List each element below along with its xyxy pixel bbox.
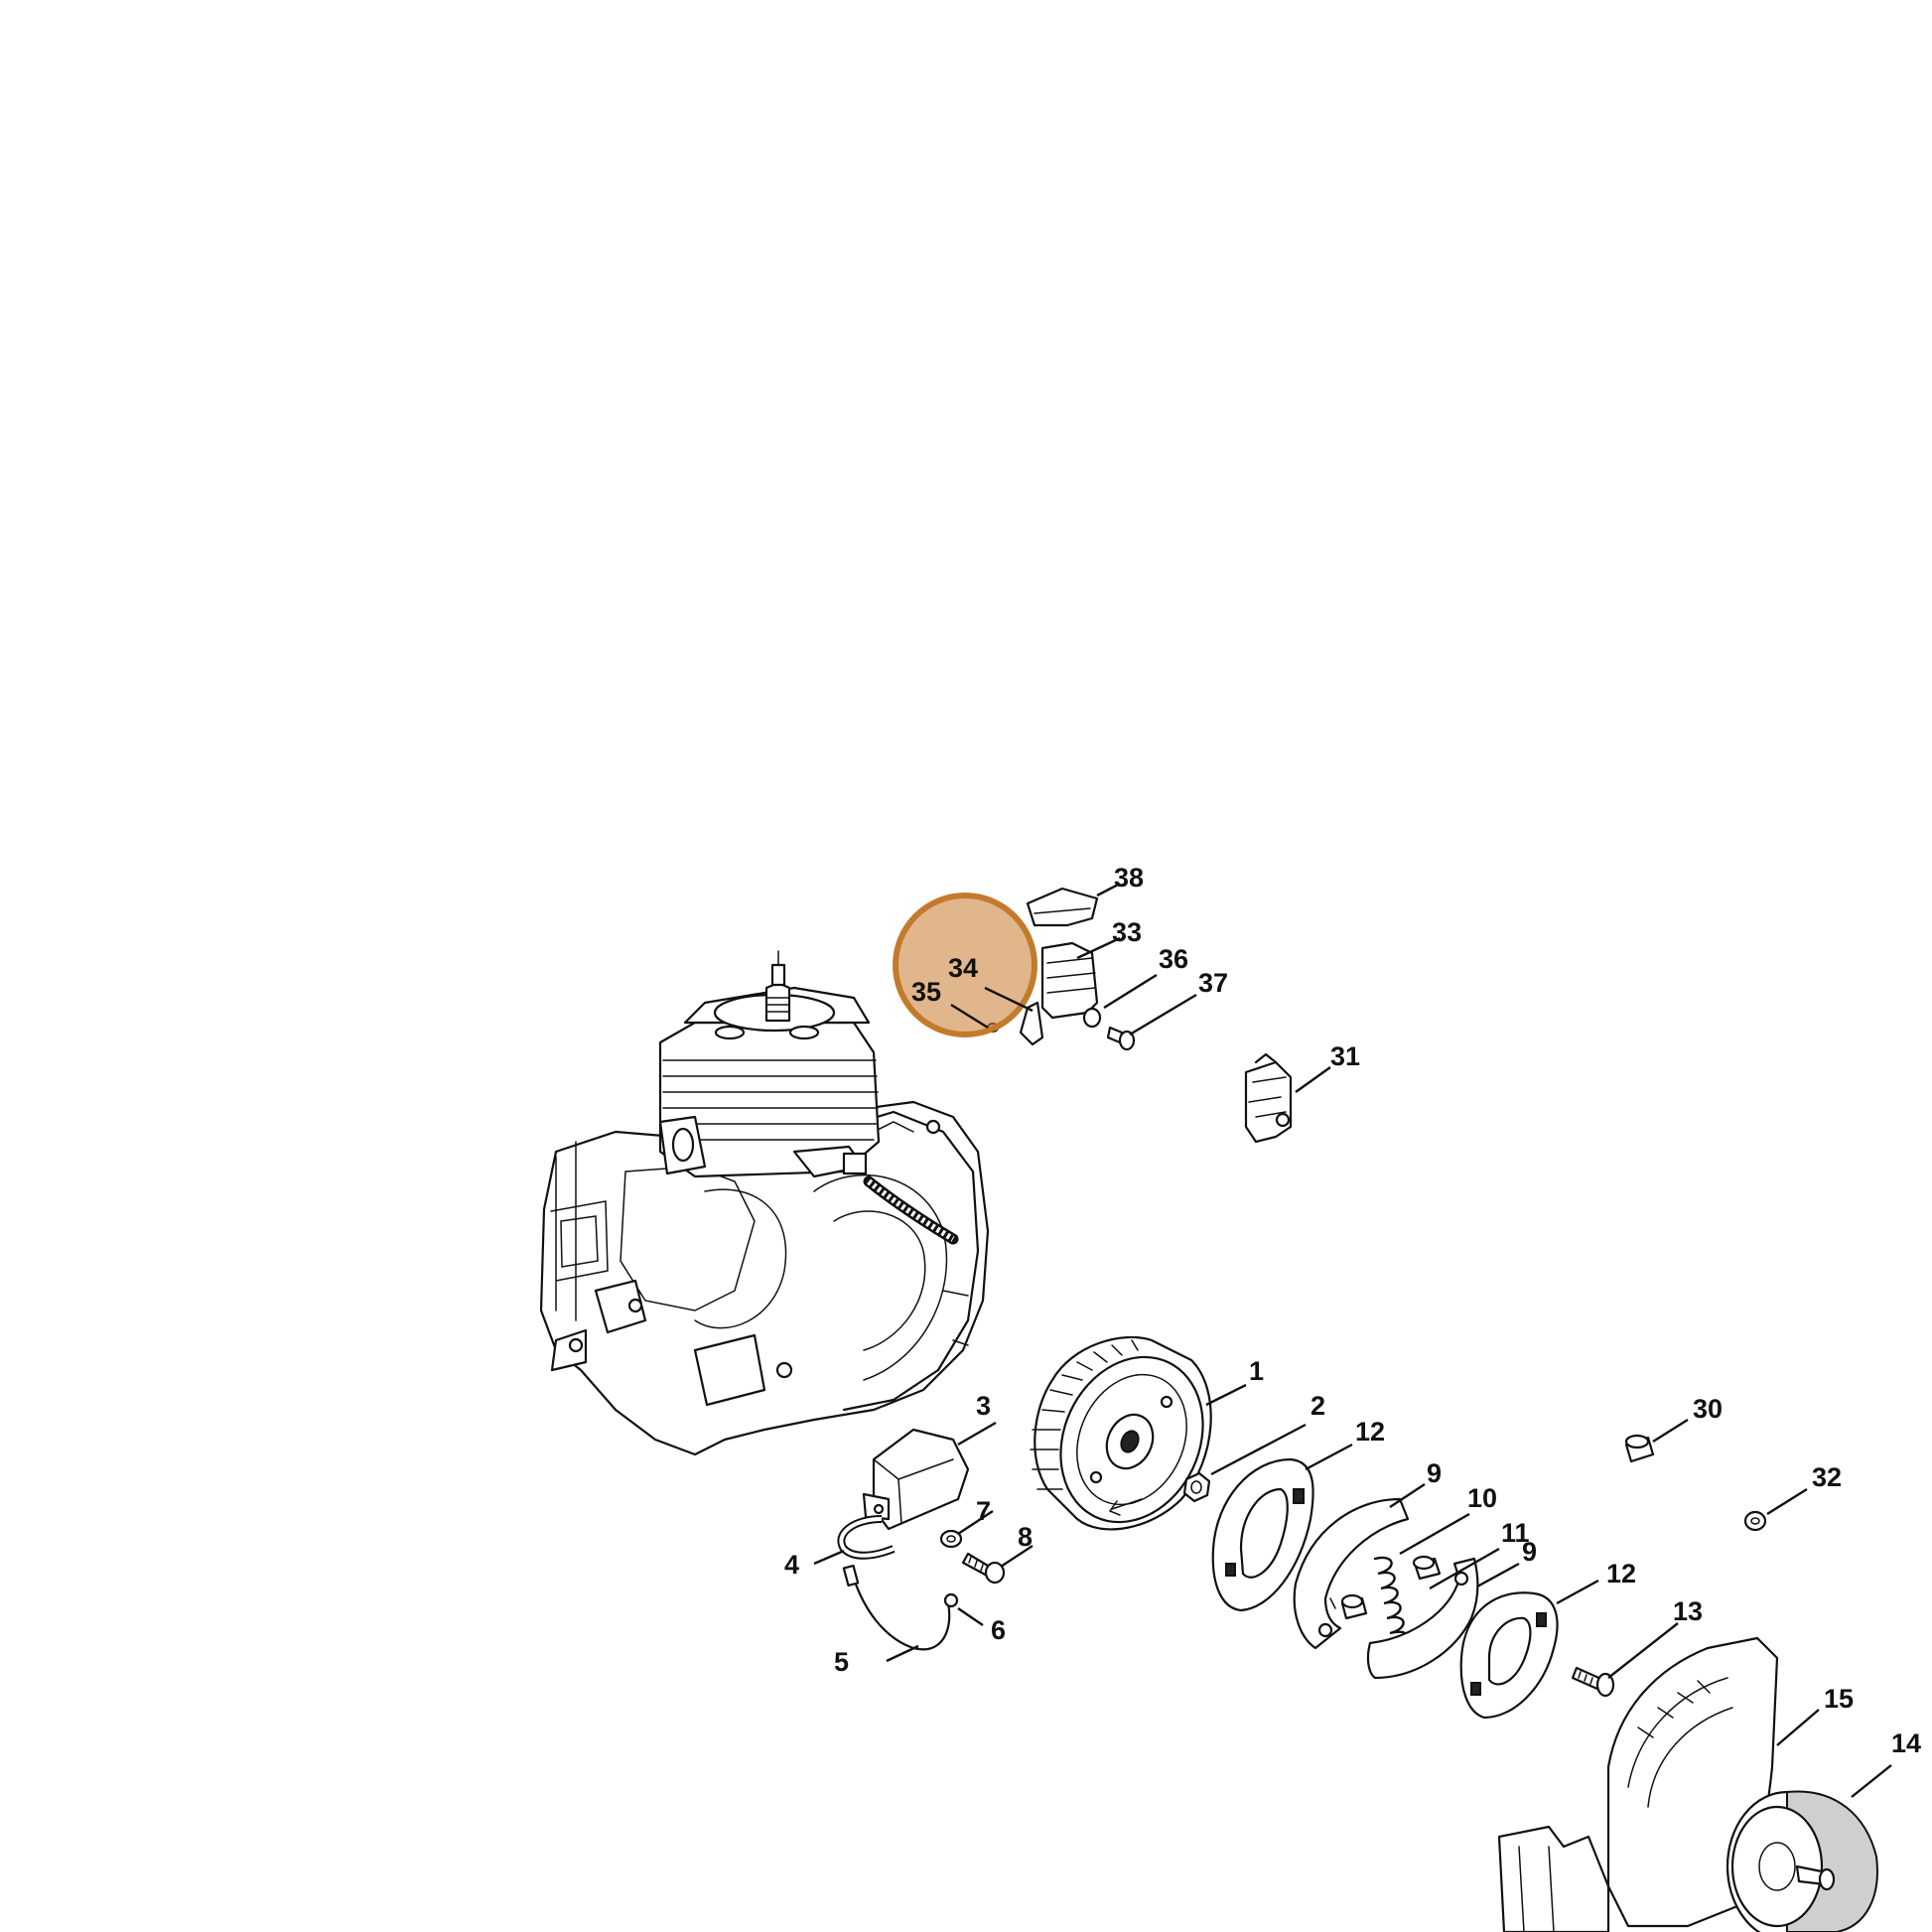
callout-14: 14 bbox=[1891, 1728, 1921, 1758]
cover-38-drawing bbox=[1026, 887, 1099, 927]
callout-33: 33 bbox=[1112, 917, 1142, 947]
part-31-drawing bbox=[1244, 1052, 1293, 1144]
callout-9-lower: 9 bbox=[1522, 1537, 1537, 1567]
callout-13: 13 bbox=[1673, 1596, 1703, 1626]
callout-35: 35 bbox=[911, 977, 941, 1007]
callout-10: 10 bbox=[1467, 1483, 1497, 1513]
callout-30: 30 bbox=[1693, 1394, 1723, 1424]
leader-lines bbox=[813, 882, 1892, 1798]
callout-9-upper: 9 bbox=[1427, 1458, 1442, 1488]
callout-8: 8 bbox=[1018, 1522, 1033, 1552]
callout-4: 4 bbox=[784, 1550, 799, 1580]
callout-6: 6 bbox=[991, 1615, 1006, 1645]
sleeve-drawing bbox=[1340, 1555, 1442, 1620]
spring-drawing bbox=[1373, 1556, 1408, 1648]
sleeve-30-drawing bbox=[1624, 1434, 1655, 1463]
clip-34-drawing bbox=[1019, 1001, 1044, 1046]
highlight-circle bbox=[893, 893, 1037, 1037]
callout-31: 31 bbox=[1330, 1041, 1360, 1071]
callout-12-lower: 12 bbox=[1606, 1559, 1636, 1588]
screw-37-drawing bbox=[1106, 1026, 1136, 1051]
bracket-33-drawing bbox=[1040, 941, 1099, 1020]
clutch-shoe-lower bbox=[1366, 1557, 1479, 1680]
callout-2: 2 bbox=[1311, 1391, 1325, 1421]
callout-7: 7 bbox=[976, 1496, 991, 1526]
callout-32: 32 bbox=[1812, 1462, 1842, 1492]
flywheel-drawing bbox=[1030, 1335, 1212, 1531]
callout-12-upper: 12 bbox=[1355, 1417, 1385, 1447]
callout-38: 38 bbox=[1114, 863, 1144, 893]
nut-drawing bbox=[1182, 1471, 1211, 1503]
callout-5: 5 bbox=[834, 1647, 849, 1677]
callout-1: 1 bbox=[1249, 1356, 1264, 1386]
callout-11: 11 bbox=[1501, 1518, 1530, 1548]
callout-labels: 38 33 34 35 36 37 31 1 2 12 3 9 10 11 9 … bbox=[784, 863, 1921, 1758]
callout-15: 15 bbox=[1824, 1684, 1854, 1714]
callout-36: 36 bbox=[1159, 944, 1188, 974]
washer-32-drawing bbox=[1743, 1510, 1767, 1532]
callout-34: 34 bbox=[948, 953, 978, 983]
cylinder-drawing bbox=[658, 950, 959, 1245]
callout-3: 3 bbox=[976, 1391, 991, 1421]
washer-36-drawing bbox=[1082, 1007, 1102, 1029]
callout-37: 37 bbox=[1198, 968, 1228, 998]
clutch-shoe-upper bbox=[1293, 1497, 1410, 1650]
washer-and-screw-7-8 bbox=[939, 1529, 1006, 1585]
cover-plate-lower bbox=[1459, 1591, 1559, 1720]
clutch-drum-drawing bbox=[1725, 1790, 1878, 1932]
cover-plate-upper bbox=[1211, 1457, 1314, 1612]
screw-drawing bbox=[1571, 1666, 1615, 1698]
